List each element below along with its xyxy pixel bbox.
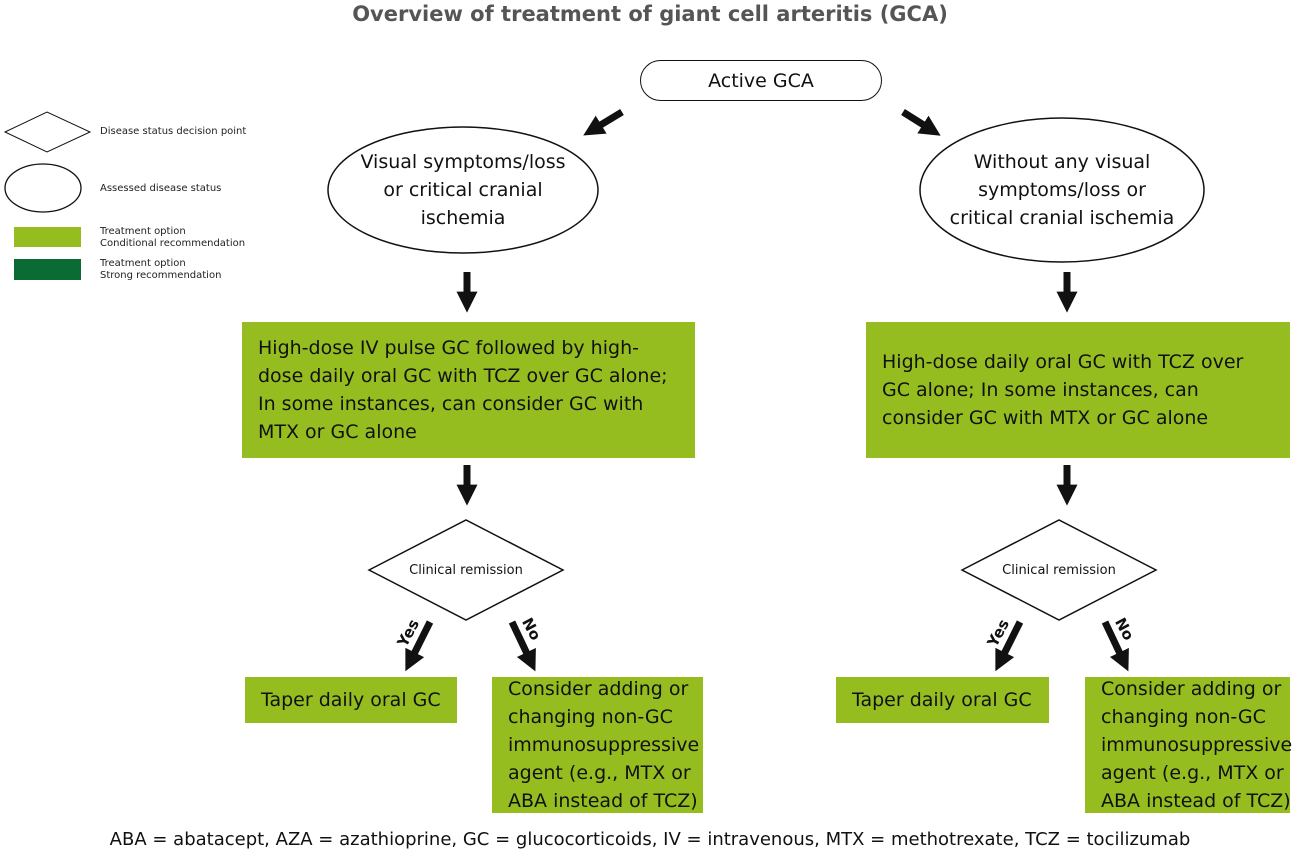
left-status-ellipse [327, 126, 599, 254]
left-no-action-box: Consider adding or changing non-GC immun… [492, 677, 703, 813]
legend-decision-label: Disease status decision point [100, 126, 247, 137]
legend-ellipse-icon [4, 163, 82, 213]
right-status-ellipse [919, 117, 1205, 263]
legend-assessed-label: Assessed disease status [100, 183, 222, 194]
legend-conditional-line2: Conditional recommendation [100, 238, 246, 249]
right-decision-diamond [960, 519, 1158, 621]
arrow-left-yes [405, 620, 434, 672]
legend-strong-line1: Treatment option [100, 258, 186, 269]
right-yes-action-box: Taper daily oral GC [836, 677, 1049, 723]
left-status-text: Visual symptoms/loss or critical cranial… [360, 151, 566, 229]
legend-strong-label: Treatment option Strong recommendation [100, 258, 221, 282]
arrow-to-left-branch [583, 109, 624, 136]
right-decision-text: Clinical remission [1002, 562, 1116, 578]
left-decision-text: Clinical remission [409, 562, 523, 578]
left-treatment-box: High-dose IV pulse GC followed by high-d… [242, 322, 695, 458]
legend-conditional-label: Treatment option Conditional recommendat… [100, 226, 245, 250]
arrow-right-no [1101, 620, 1129, 672]
diagram-title: Overview of treatment of giant cell arte… [352, 2, 948, 26]
legend-strong-swatch [14, 259, 81, 280]
arrow-right-yes [995, 620, 1024, 672]
start-node: Active GCA [640, 60, 882, 101]
arrow-left-no [508, 620, 536, 672]
legend-diamond-icon [3, 111, 92, 153]
right-no-action-box: Consider adding or changing non-GC immun… [1085, 677, 1292, 813]
right-status-text: Without any visual symptoms/loss or crit… [949, 151, 1175, 229]
arrow-to-right-branch [901, 109, 941, 136]
legend-conditional-swatch [14, 227, 81, 247]
left-decision-diamond [367, 519, 565, 621]
legend-conditional-line1: Treatment option [100, 226, 186, 237]
legend-strong-line2: Strong recommendation [100, 270, 222, 281]
left-yes-action-box: Taper daily oral GC [245, 677, 457, 723]
right-treatment-box: High-dose daily oral GC with TCZ over GC… [866, 322, 1290, 458]
abbreviations-footnote: ABA = abatacept, AZA = azathioprine, GC … [109, 829, 1191, 850]
